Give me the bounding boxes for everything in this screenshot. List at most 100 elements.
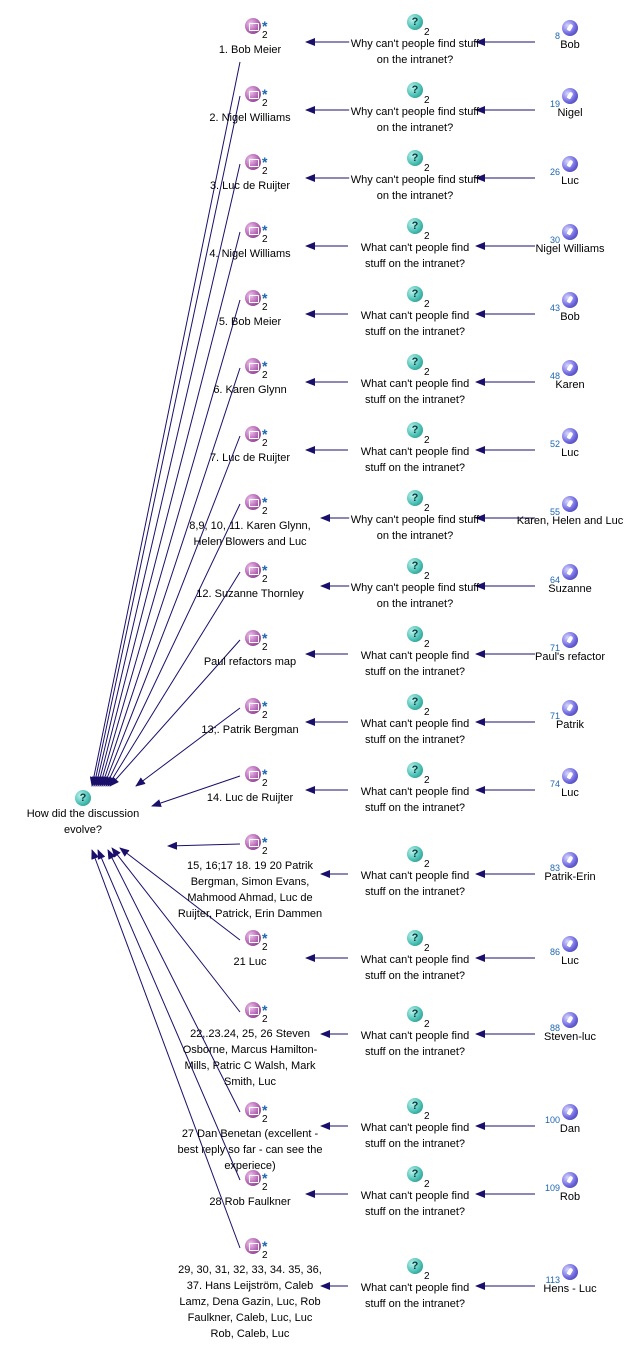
map-label: 7. Luc de Ruijter bbox=[209, 452, 291, 464]
question-label: What can't people find stuff on the intr… bbox=[360, 718, 470, 746]
user-number: 26 bbox=[549, 167, 560, 177]
root-question-node[interactable]: ? How did the discussion evolve? bbox=[10, 790, 156, 838]
question-count: 2 bbox=[424, 943, 430, 954]
question-count: 2 bbox=[424, 299, 430, 310]
question-icon: ? bbox=[407, 82, 423, 98]
user-number: 71 bbox=[549, 643, 560, 653]
map-icon bbox=[245, 1170, 261, 1186]
question-icon: ? bbox=[407, 762, 423, 778]
map-label: 4. Nigel Williams bbox=[209, 248, 291, 260]
map-icon bbox=[245, 426, 261, 442]
question-icon: ? bbox=[407, 218, 423, 234]
map-to-root-arrow bbox=[96, 231, 241, 787]
map-count: 2 bbox=[262, 506, 268, 517]
map-label: 2. Nigel Williams bbox=[209, 112, 291, 124]
map-count: 2 bbox=[262, 642, 268, 653]
map-label: 27 Dan Benetan (excellent - best reply s… bbox=[177, 1128, 323, 1172]
map-to-root-arrow bbox=[101, 367, 241, 787]
asterisk-icon: * bbox=[262, 1238, 268, 1254]
user-number: 43 bbox=[549, 303, 560, 313]
asterisk-icon: * bbox=[262, 1102, 268, 1118]
user-label: Suzanne bbox=[548, 583, 592, 595]
map-count: 2 bbox=[262, 98, 268, 109]
map-label: 3. Luc de Ruijter bbox=[209, 180, 291, 192]
user-label: Nigel bbox=[557, 107, 583, 119]
map-label: 1. Bob Meier bbox=[218, 44, 282, 56]
user-icon bbox=[562, 700, 578, 716]
map-to-root-arrow bbox=[107, 571, 241, 787]
map-to-root-arrow bbox=[107, 849, 241, 1113]
question-icon: ? bbox=[407, 1098, 423, 1114]
question-icon: ? bbox=[407, 1258, 423, 1274]
question-label: What can't people find stuff on the intr… bbox=[360, 1122, 470, 1150]
map-label: 14. Luc de Ruijter bbox=[206, 792, 294, 804]
question-label: Why can't people find stuff on the intra… bbox=[350, 174, 480, 202]
user-number: 55 bbox=[549, 507, 560, 517]
map-to-root-arrow bbox=[98, 299, 241, 787]
user-icon bbox=[562, 496, 578, 512]
map-to-root-arrow bbox=[111, 847, 241, 1013]
user-label: Nigel Williams bbox=[535, 243, 605, 255]
map-count: 2 bbox=[262, 778, 268, 789]
asterisk-icon: * bbox=[262, 358, 268, 374]
question-label: What can't people find stuff on the intr… bbox=[360, 650, 470, 678]
user-icon bbox=[562, 852, 578, 868]
map-label: 8,9, 10, 11. Karen Glynn, Helen Blowers … bbox=[189, 520, 311, 548]
